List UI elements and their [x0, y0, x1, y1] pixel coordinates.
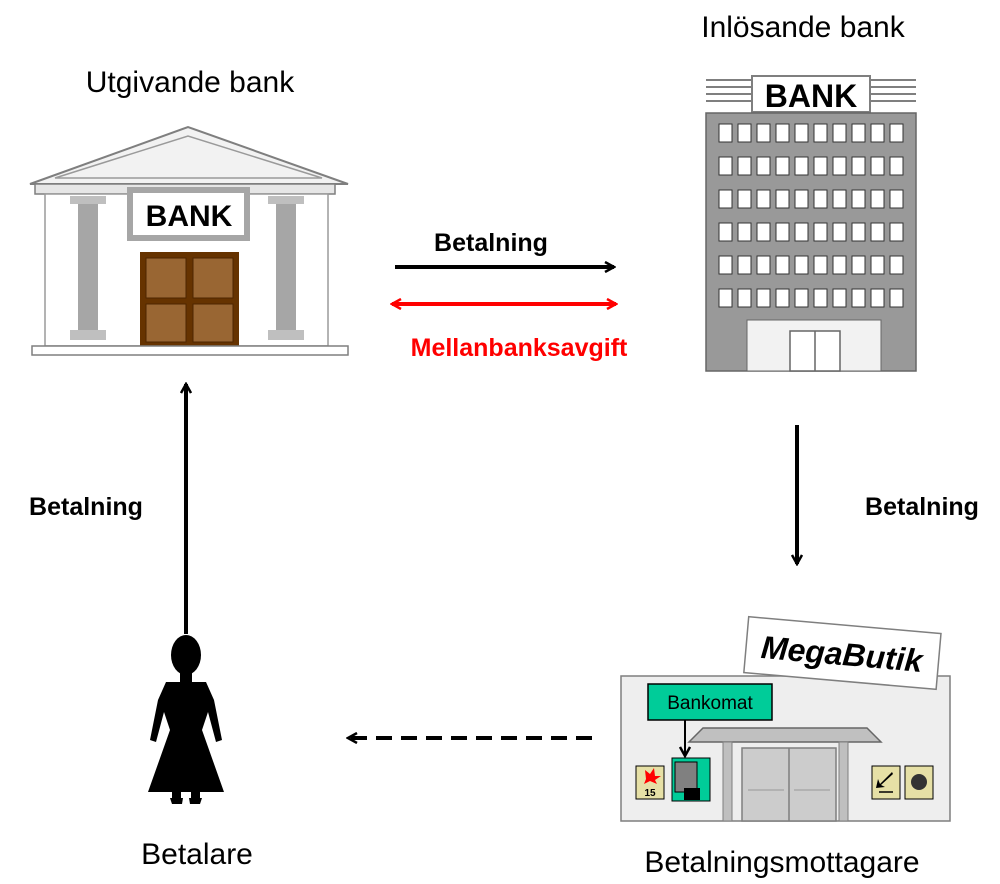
tower-window [813, 288, 828, 308]
tower-window [718, 222, 733, 242]
tower-window [832, 255, 847, 275]
tower-window [794, 156, 809, 176]
tower-window [794, 189, 809, 209]
tower-window [889, 123, 904, 143]
tower-window [756, 222, 771, 242]
tower-window [851, 222, 866, 242]
tower-window [851, 189, 866, 209]
tower-window [889, 189, 904, 209]
tower-window [794, 255, 809, 275]
merchant-store-icon: MegaButik Bankomat 15 [620, 615, 951, 822]
tower-window [718, 255, 733, 275]
atm-sign-label: Bankomat [667, 693, 753, 714]
payer-silhouette-icon [148, 635, 224, 804]
tower-window [851, 255, 866, 275]
tower-window [775, 222, 790, 242]
tower-window [718, 189, 733, 209]
payer-label: Betalare [141, 838, 253, 871]
tower-window [794, 123, 809, 143]
tower-window [775, 123, 790, 143]
tower-window [718, 156, 733, 176]
tower-window [889, 255, 904, 275]
tower-window [813, 189, 828, 209]
issuing-bank-sign: BANK [146, 200, 233, 233]
tower-window [851, 288, 866, 308]
tower-window [756, 189, 771, 209]
tower-window [832, 222, 847, 242]
tower-window [737, 189, 752, 209]
tower-window [832, 288, 847, 308]
tower-window [756, 156, 771, 176]
tower-window [851, 123, 866, 143]
tower-window [775, 255, 790, 275]
office-tower-bank-icon: BANK [705, 73, 917, 372]
tower-window [870, 123, 885, 143]
tower-window [832, 156, 847, 176]
tower-window [851, 156, 866, 176]
tower-window [737, 123, 752, 143]
tower-window [813, 222, 828, 242]
tower-window [870, 255, 885, 275]
tower-window [775, 288, 790, 308]
tower-window [718, 123, 733, 143]
tower-window [889, 222, 904, 242]
classical-bank-icon: BANK [29, 125, 349, 356]
tower-window [737, 222, 752, 242]
store-poster-number: 15 [644, 788, 656, 799]
acquiring-bank-sign: BANK [765, 78, 857, 114]
tower-window [889, 288, 904, 308]
tower-window [737, 156, 752, 176]
acquiring-bank-label: Inlösande bank [701, 11, 905, 44]
tower-window [870, 189, 885, 209]
acquirer-to-merchant-label: Betalning [865, 493, 979, 521]
interchange-fee-label: Mellanbanksavgift [411, 334, 628, 362]
tower-window [832, 189, 847, 209]
bank-to-bank-payment-label: Betalning [434, 229, 548, 257]
tower-window [794, 288, 809, 308]
tower-window [756, 123, 771, 143]
payer-to-issuer-label: Betalning [29, 493, 143, 521]
tower-window [775, 156, 790, 176]
tower-window [813, 123, 828, 143]
tower-window [775, 189, 790, 209]
tower-window [813, 156, 828, 176]
tower-window [832, 123, 847, 143]
issuing-bank-label: Utgivande bank [86, 66, 295, 99]
tower-window [718, 288, 733, 308]
tower-window [756, 255, 771, 275]
tower-window [794, 222, 809, 242]
tower-windows [718, 123, 904, 308]
tower-window [737, 255, 752, 275]
tower-window [870, 222, 885, 242]
tower-window [756, 288, 771, 308]
tower-window [870, 288, 885, 308]
tower-window [813, 255, 828, 275]
tower-window [737, 288, 752, 308]
tower-window [870, 156, 885, 176]
merchant-label: Betalningsmottagare [644, 846, 919, 879]
tower-window [889, 156, 904, 176]
